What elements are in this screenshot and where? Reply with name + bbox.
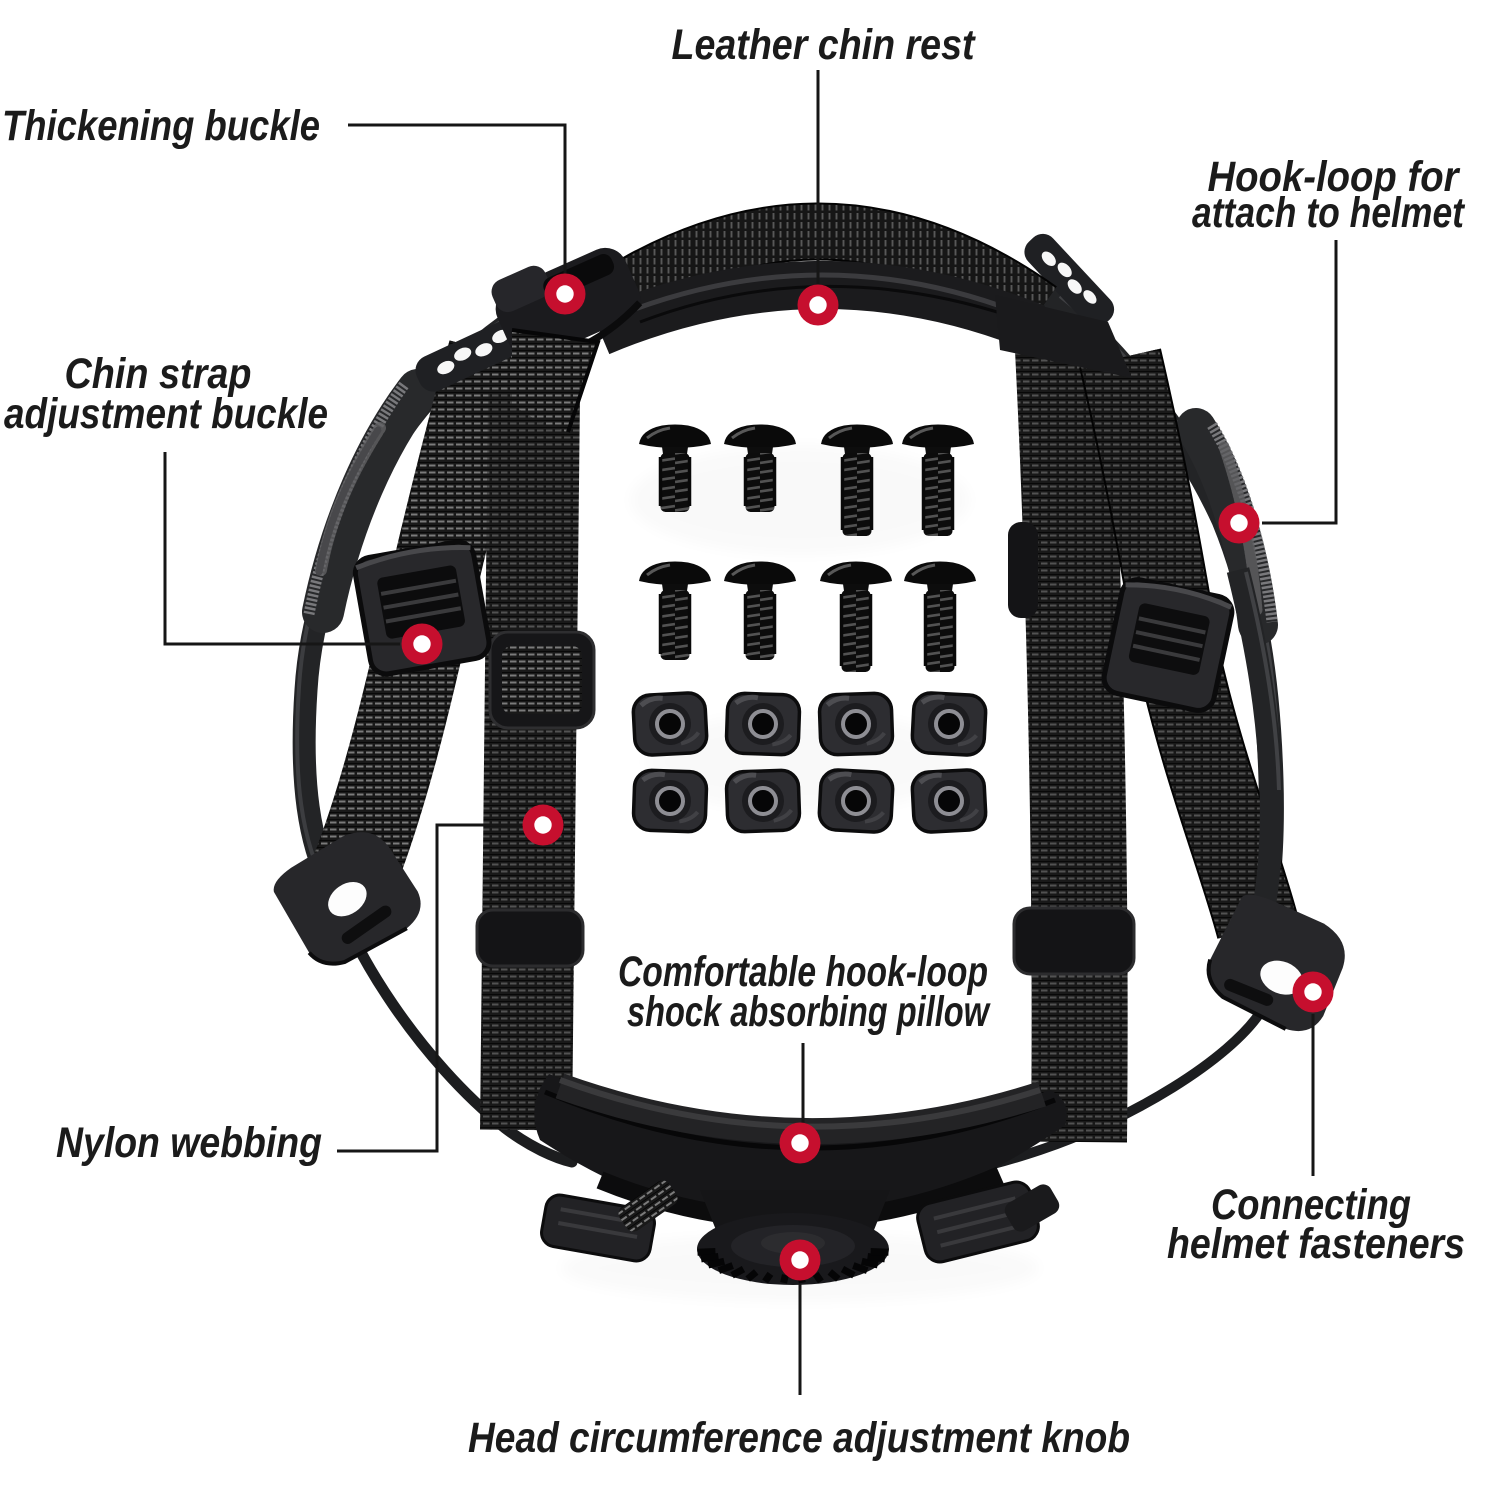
svg-text:helmet fasteners: helmet fasteners — [1167, 1220, 1465, 1268]
svg-text:shock absorbing pillow: shock absorbing pillow — [627, 988, 991, 1036]
svg-text:Leather chin rest: Leather chin rest — [672, 21, 976, 69]
svg-text:Comfortable hook-loop: Comfortable hook-loop — [618, 948, 988, 996]
svg-text:Chin strap: Chin strap — [65, 350, 252, 398]
svg-text:Connecting: Connecting — [1211, 1181, 1411, 1229]
svg-text:attach to helmet: attach to helmet — [1192, 189, 1465, 237]
svg-text:Thickening buckle: Thickening buckle — [2, 102, 320, 150]
svg-text:adjustment buckle: adjustment buckle — [4, 390, 328, 438]
svg-text:Nylon webbing: Nylon webbing — [56, 1119, 322, 1167]
svg-text:Hook-loop for: Hook-loop for — [1208, 153, 1461, 201]
svg-text:Head circumference adjustment: Head circumference adjustment knob — [468, 1414, 1130, 1462]
